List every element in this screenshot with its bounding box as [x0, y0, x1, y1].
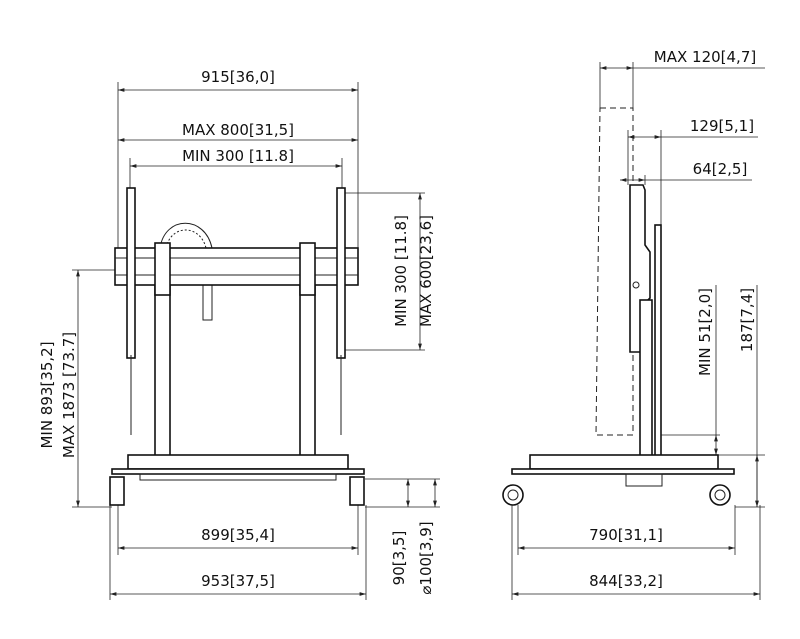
left-column [154, 284, 171, 458]
min-height-label: MIN 893[35,2] [38, 341, 56, 448]
right-column [299, 284, 316, 458]
outer-base-depth-label: 844[33,2] [589, 572, 663, 590]
right-caster [349, 476, 365, 506]
mount-depth-label: 129[5,1] [690, 117, 754, 135]
plate-depth-label: 64[2,5] [693, 160, 748, 178]
min-interface-height-label: MIN 300 [11.8] [392, 215, 410, 327]
side-column [639, 299, 653, 457]
front-caster-wheel [502, 484, 524, 506]
crossbar [114, 247, 359, 286]
min-interface-width-label: MIN 300 [11.8] [182, 147, 294, 165]
max-interface-width-label: MAX 800[31,5] [182, 121, 294, 139]
inner-base-width-label: 899[35,4] [201, 526, 275, 544]
caster-diameter-label: ⌀100[3,9] [417, 521, 435, 594]
overall-width-label: 915[36,0] [201, 68, 275, 86]
side-base [529, 454, 719, 470]
right-vesa-rail [336, 187, 346, 359]
max-display-depth-label: MAX 120[4,7] [654, 48, 756, 66]
rear-caster-wheel [709, 484, 731, 506]
front-view: 915[36,0] MAX 800[31,5] MIN 300 [11.8] M… [38, 68, 440, 600]
outer-base-width-label: 953[37,5] [201, 572, 275, 590]
base-height-label: 187[7,4] [738, 288, 756, 352]
inner-base-depth-label: 790[31,1] [589, 526, 663, 544]
max-interface-height-label: MAX 600[23,6] [417, 215, 435, 327]
side-view: MAX 120[4,7] 129[5,1] 64[2,5] MIN 51[2,0… [502, 48, 765, 600]
base [127, 454, 349, 470]
left-caster [109, 476, 125, 506]
left-vesa-rail [126, 187, 136, 359]
display-outline [595, 107, 634, 436]
max-height-label: MAX 1873 [73.7] [60, 332, 78, 458]
caster-height-label: 90[3,5] [390, 531, 408, 586]
min-floor-clearance-label: MIN 51[2,0] [696, 288, 714, 376]
cable-coil [159, 222, 213, 249]
mount-plate [629, 184, 651, 353]
